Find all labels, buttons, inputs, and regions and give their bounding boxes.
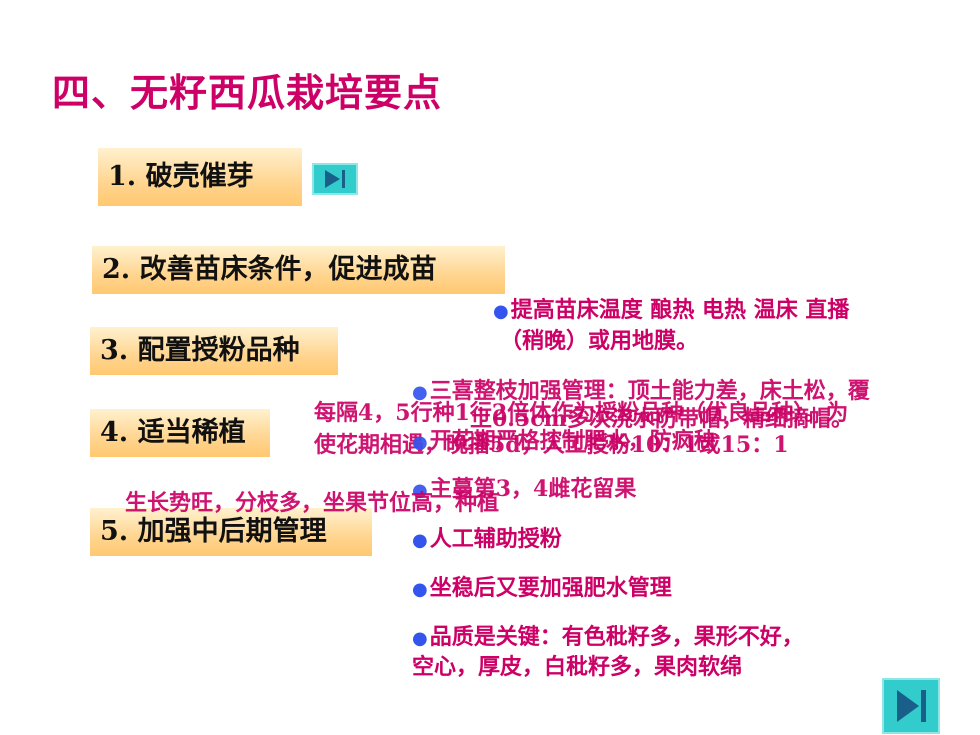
bullet-dot: ● [412,480,428,501]
next-track-icon [325,170,345,188]
step-4-box[interactable]: 4. 适当稀植 [90,409,270,457]
step-5-box[interactable]: 5. 加强中后期管理 [90,508,372,556]
bullet-dot: ● [412,579,428,600]
point-overlap-2: 每隔4，5行种1行2倍体作为授粉品种（优良品种）。为 [314,400,849,426]
step-2-box[interactable]: 2. 改善苗床条件，促进成苗 [92,246,505,294]
point-overlap-6: ●主蔓第3，4雌花留果 [412,476,637,502]
point-overlap-1: ●三喜整枝加强管理：顶土能力差，床土松，覆 [412,378,870,404]
point-overlap-7: 生长势旺，分枝多，坐果节位高，种植 [125,490,500,516]
bullet-dot: ● [493,301,509,322]
point-1-line-2: （稍晚）或用地膜。 [500,328,699,354]
bullet-dot: ● [412,530,428,551]
point-overlap-4: 使花期相遇，晚播5d，人工授粉10：1或15：1 [314,432,789,458]
step-1-box[interactable]: 1. 破壳催芽 [98,148,302,206]
point-overlap-3: 土0.5cm多次浇水防带帽，精细摘帽。 [470,406,853,432]
page-title: 四、无籽西瓜栽培要点 [52,70,443,115]
next-track-icon [897,690,926,722]
point-overlap-5: ●开花期严格控制肥水，防疯秧 [412,428,716,454]
point-8-line-1: ●品质是关键：有色秕籽多，果形不好， [412,624,804,650]
point-8-line-2: 空心，厚皮，白秕籽多，果肉软绵 [412,654,743,680]
bullet-dot: ● [412,382,428,403]
next-slide-button[interactable] [882,678,940,734]
point-1-line-1: ●提高苗床温度 酿热 电热 温床 直播 [493,297,850,323]
bullet-dot: ● [412,432,428,453]
step-3-box[interactable]: 3. 配置授粉品种 [90,327,338,375]
point-7: ●坐稳后又要加强肥水管理 [412,575,672,601]
next-button[interactable] [312,163,358,195]
bullet-dot: ● [412,628,428,649]
point-6: ●人工辅助授粉 [412,526,562,552]
